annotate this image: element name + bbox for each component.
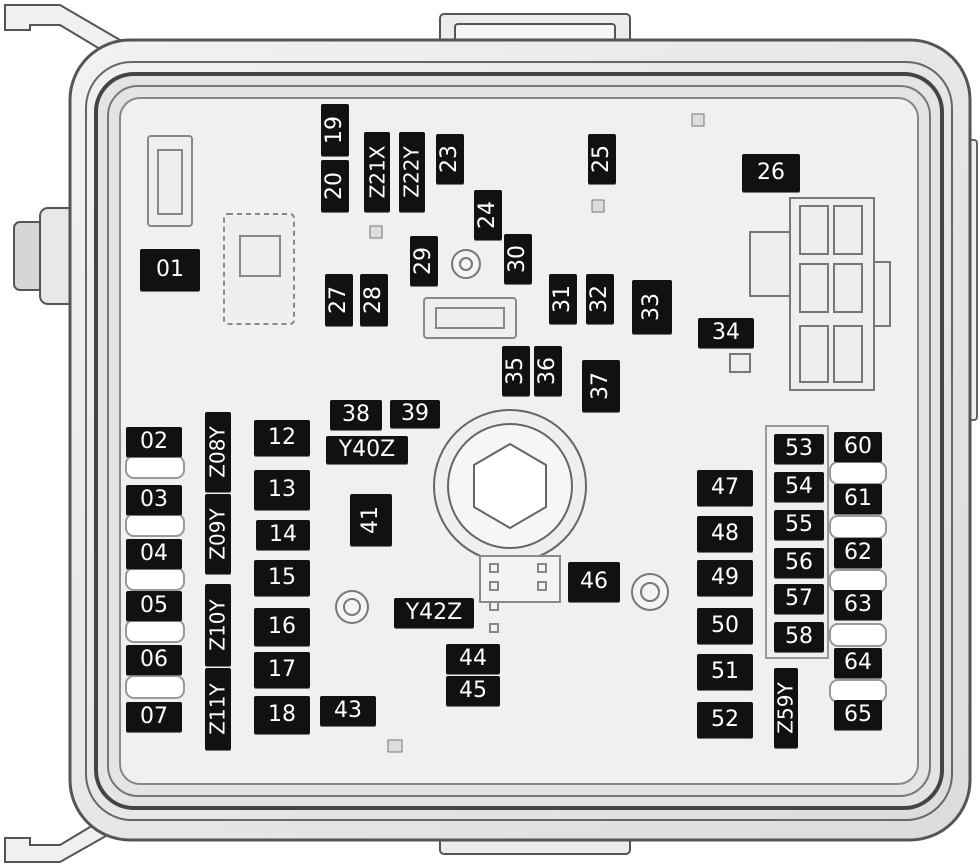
fuse-label-01: 01 — [140, 249, 200, 291]
fuse-label-65: 65 — [834, 700, 882, 730]
fuse-label-z11y: Z11Y — [205, 668, 231, 750]
fuse-label-03: 03 — [126, 485, 182, 515]
pin-header — [479, 555, 561, 633]
center-hex-bolt — [433, 409, 587, 563]
fuse-label-34: 34 — [698, 318, 754, 348]
fuse-label-18: 18 — [254, 696, 310, 734]
fuse-label-31: 31 — [549, 274, 577, 324]
fuse-label-64: 64 — [834, 648, 882, 678]
fuse-label-47: 47 — [697, 470, 753, 506]
fuse-label-13: 13 — [254, 470, 310, 510]
fuse-label-20: 20 — [321, 160, 349, 212]
fuse-label-16: 16 — [254, 608, 310, 646]
fuse-label-58: 58 — [774, 622, 824, 652]
fuse-label-28: 28 — [360, 274, 388, 326]
fuse-label-38: 38 — [330, 400, 382, 430]
fuse-label-04: 04 — [126, 539, 182, 569]
fuse-label-14: 14 — [256, 520, 310, 550]
fuse-label-57: 57 — [774, 584, 824, 614]
fuse-label-z09y: Z09Y — [205, 494, 231, 574]
fuse-label-54: 54 — [774, 472, 824, 502]
fuse-label-46: 46 — [568, 562, 620, 602]
relay-block — [729, 197, 891, 391]
fuse-label-62: 62 — [834, 538, 882, 568]
fuse-label-23: 23 — [436, 134, 464, 184]
fuse-label-33: 33 — [632, 280, 672, 334]
fuse-label-55: 55 — [774, 510, 824, 540]
fuse-label-50: 50 — [697, 608, 753, 644]
fuse-label-49: 49 — [697, 560, 753, 596]
fuse-label-37: 37 — [582, 360, 620, 412]
fuse-label-z21x: Z21X — [364, 132, 390, 212]
fuse-label-y40z: Y40Z — [326, 436, 408, 464]
fuse-label-43: 43 — [320, 696, 376, 726]
fuse-label-05: 05 — [126, 591, 182, 621]
fuse-label-53: 53 — [774, 434, 824, 464]
fuse-label-y42z: Y42Z — [394, 598, 474, 628]
fuse-label-52: 52 — [697, 702, 753, 738]
fuse-label-35: 35 — [502, 346, 530, 396]
fuse-label-25: 25 — [588, 134, 616, 184]
fuse-column-frame — [765, 425, 829, 659]
fuse-label-27: 27 — [325, 274, 353, 326]
fuse-label-z59y: Z59Y — [774, 668, 798, 748]
fuse-label-07: 07 — [126, 702, 182, 732]
fuse-label-15: 15 — [254, 560, 310, 596]
fuse-label-32: 32 — [586, 274, 614, 324]
fuse-label-45: 45 — [446, 676, 500, 706]
fuse-label-24: 24 — [474, 190, 502, 240]
fuse-label-63: 63 — [834, 590, 882, 620]
fuse-label-26: 26 — [742, 154, 800, 192]
fuse-label-17: 17 — [254, 652, 310, 688]
fuse-label-30: 30 — [504, 234, 532, 284]
fuse-label-51: 51 — [697, 654, 753, 690]
fuse-label-61: 61 — [834, 484, 882, 514]
screws — [335, 249, 669, 624]
fuse-label-z08y: Z08Y — [205, 412, 231, 492]
fuse-label-39: 39 — [390, 400, 440, 428]
fuse-label-56: 56 — [774, 548, 824, 578]
fuse-label-z22y: Z22Y — [399, 132, 425, 212]
left-connectors — [147, 135, 517, 339]
fuse-label-60: 60 — [834, 432, 882, 462]
fuse-label-44: 44 — [446, 644, 500, 674]
fuse-label-z10y: Z10Y — [205, 584, 231, 666]
fuse-label-19: 19 — [321, 104, 349, 156]
fuse-label-29: 29 — [410, 236, 438, 286]
fuse-label-36: 36 — [534, 346, 562, 396]
fuse-label-02: 02 — [126, 427, 182, 457]
fuse-label-06: 06 — [126, 645, 182, 675]
fuse-label-12: 12 — [254, 420, 310, 456]
fuse-label-48: 48 — [697, 516, 753, 552]
fuse-label-41: 41 — [350, 494, 392, 546]
